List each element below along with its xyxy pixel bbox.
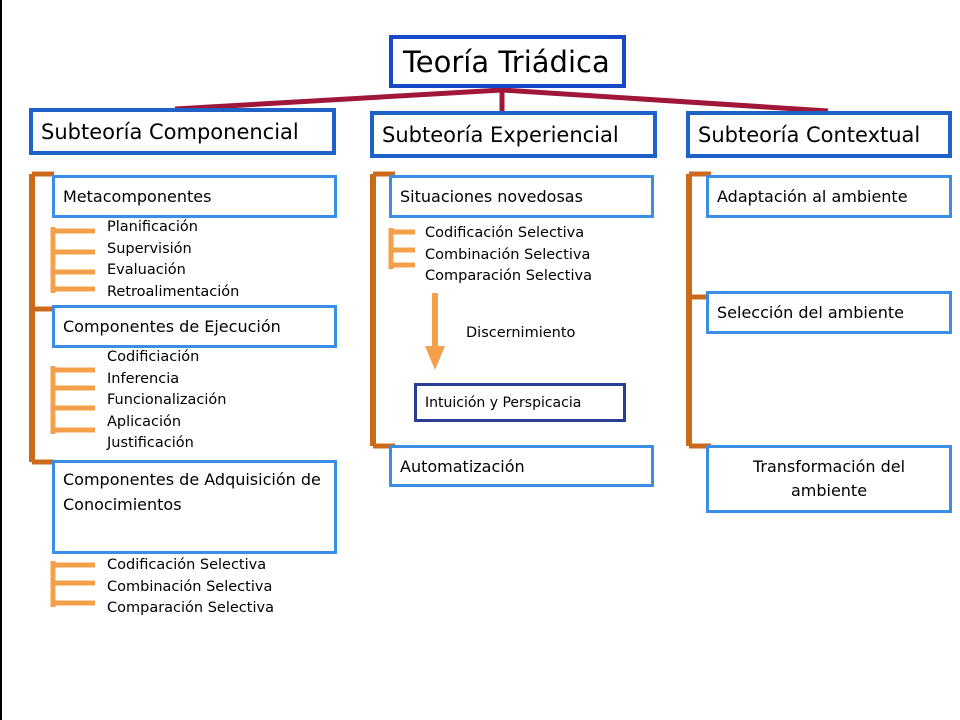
adquisicion-list: Codificación Selectiva Combinación Selec… (107, 555, 274, 620)
list-item: Combinación Selectiva (107, 578, 273, 595)
automatizacion-label: Automatización (400, 456, 525, 476)
metacomponentes-box: Metacomponentes (52, 175, 337, 218)
novedosas-box: Situaciones novedosas (389, 175, 654, 218)
transformacion-box: Transformación del ambiente (706, 445, 952, 513)
list-item: Comparación Selectiva (107, 600, 274, 616)
contextual-title: Subteoría Contextual (698, 122, 921, 147)
discernimiento-arrow-head (425, 346, 445, 370)
list-item: Codificación Selectiva (107, 557, 267, 573)
ejecucion-label: Componentes de Ejecución (63, 317, 281, 336)
automatizacion-box: Automatización (389, 445, 654, 487)
list-item: Codificación Selectiva (425, 225, 585, 241)
novedosas-list: Codificación Selectiva Combinación Selec… (425, 223, 592, 288)
list-item: Supervisión (107, 240, 192, 257)
list-item: Combinación Selectiva (425, 246, 591, 263)
adquisicion-box: Componentes de Adquisición de Conocimien… (52, 460, 337, 554)
list-item: Evaluación (107, 262, 186, 278)
list-item: Planificación (107, 219, 198, 235)
contextual-box: Subteoría Contextual (686, 111, 952, 158)
metacomponentes-label: Metacomponentes (63, 187, 212, 206)
componencial-title: Subteoría Componencial (41, 119, 299, 144)
componencial-box: Subteoría Componencial (29, 108, 336, 155)
ejecucion-list: Codificiación Inferencia Funcionalizació… (107, 347, 227, 455)
list-item: Comparación Selectiva (425, 268, 592, 284)
insight-box: Intuición y Perspicacia (414, 383, 626, 422)
title-box: Teoría Triádica (389, 35, 626, 88)
seleccion-label: Selección del ambiente (717, 303, 904, 322)
root-connector-line (501, 87, 829, 114)
root-connector-line (174, 87, 503, 112)
novedosas-label: Situaciones novedosas (400, 187, 583, 206)
experiencial-box: Subteoría Experiencial (370, 111, 657, 158)
title-text: Teoría Triádica (403, 45, 610, 79)
seleccion-box: Selección del ambiente (706, 291, 952, 334)
insight-label: Intuición y Perspicacia (425, 394, 582, 411)
list-item: Justificación (107, 435, 194, 451)
metacomponentes-list: Planificación Supervisión Evaluación Ret… (107, 217, 239, 303)
ejecucion-box: Componentes de Ejecución (52, 305, 337, 348)
left-edge-line (0, 0, 2, 720)
list-item: Codificiación (107, 349, 200, 365)
experiencial-title: Subteoría Experiencial (382, 122, 619, 147)
adquisicion-label: Componentes de Adquisición de Conocimien… (63, 470, 321, 514)
discernimiento-label: Discernimiento (466, 325, 576, 341)
list-item: Retroalimentación (107, 283, 240, 300)
transformacion-label: Transformación del ambiente (752, 457, 906, 500)
list-item: Funcionalización (107, 392, 227, 408)
adaptacion-box: Adaptación al ambiente (706, 175, 952, 218)
adaptacion-label: Adaptación al ambiente (717, 187, 908, 206)
list-item: Inferencia (107, 370, 180, 387)
list-item: Aplicación (107, 413, 182, 430)
